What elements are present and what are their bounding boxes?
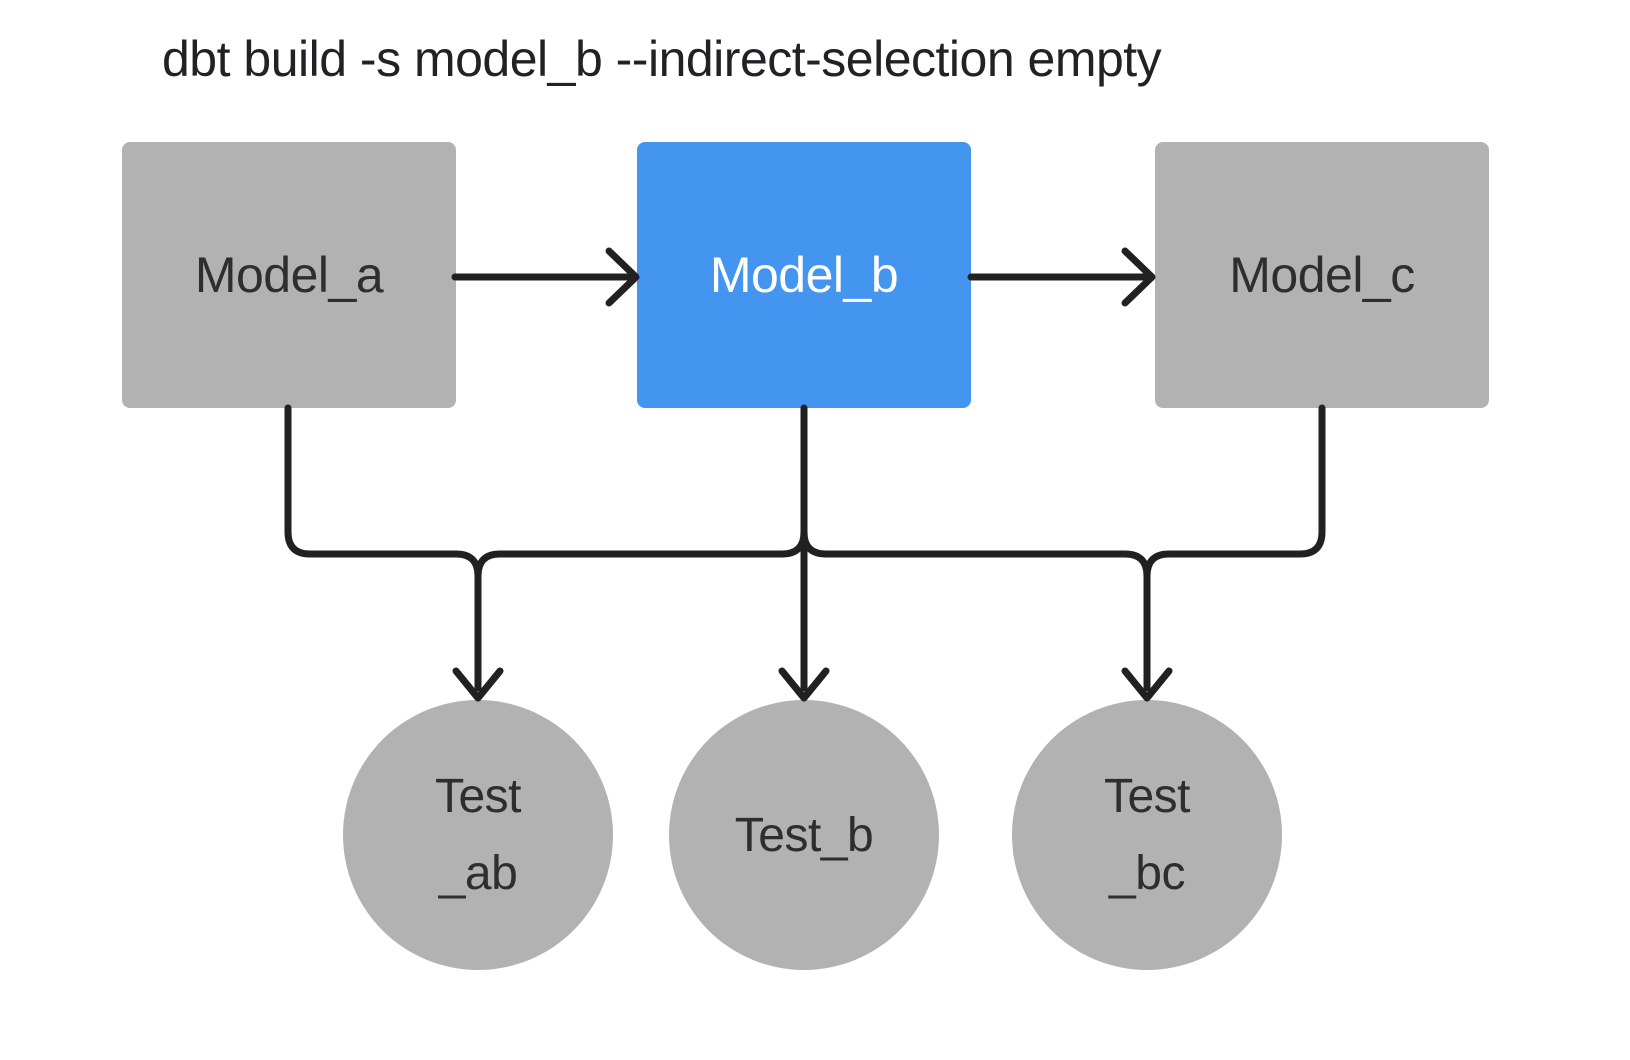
diagram-title: dbt build -s model_b --indirect-selectio… (162, 31, 1162, 87)
node-test-bc: Test _bc (1012, 700, 1282, 970)
edge-model-b-to-test-bc (800, 528, 1151, 580)
arrowhead-test-bc-icon (1121, 667, 1173, 702)
node-test-bc-label-line2: _bc (1109, 847, 1185, 900)
node-model-b-selected: Model_b (637, 142, 971, 408)
edge-model-b-to-test-ab (474, 528, 808, 580)
node-model-c: Model_c (1155, 142, 1489, 408)
node-model-a-label: Model_a (194, 247, 384, 303)
node-test-b-label-line1: Test_b (734, 808, 874, 862)
arrowhead-test-b-icon (778, 667, 830, 702)
node-model-b-label: Model_b (709, 247, 899, 303)
edge-model-b-to-model-c-arrowhead-icon (1121, 247, 1156, 307)
arrowhead-test-ab-icon (452, 667, 504, 702)
edge-model-a-to-model-b-arrowhead-icon (605, 247, 640, 307)
edge-model-c-to-test-bc (1143, 404, 1326, 692)
node-model-a: Model_a (122, 142, 456, 408)
node-model-c-label: Model_c (1229, 247, 1415, 303)
node-test-ab: Test _ab (343, 700, 613, 970)
node-test-ab-label-line2: _ab (438, 847, 518, 900)
node-test-ab-label-line1: Test (434, 770, 522, 823)
node-test-bc-label-line1: Test (1103, 770, 1191, 823)
node-test-b: Test_b (669, 700, 939, 970)
edge-model-a-to-test-ab (284, 404, 482, 692)
